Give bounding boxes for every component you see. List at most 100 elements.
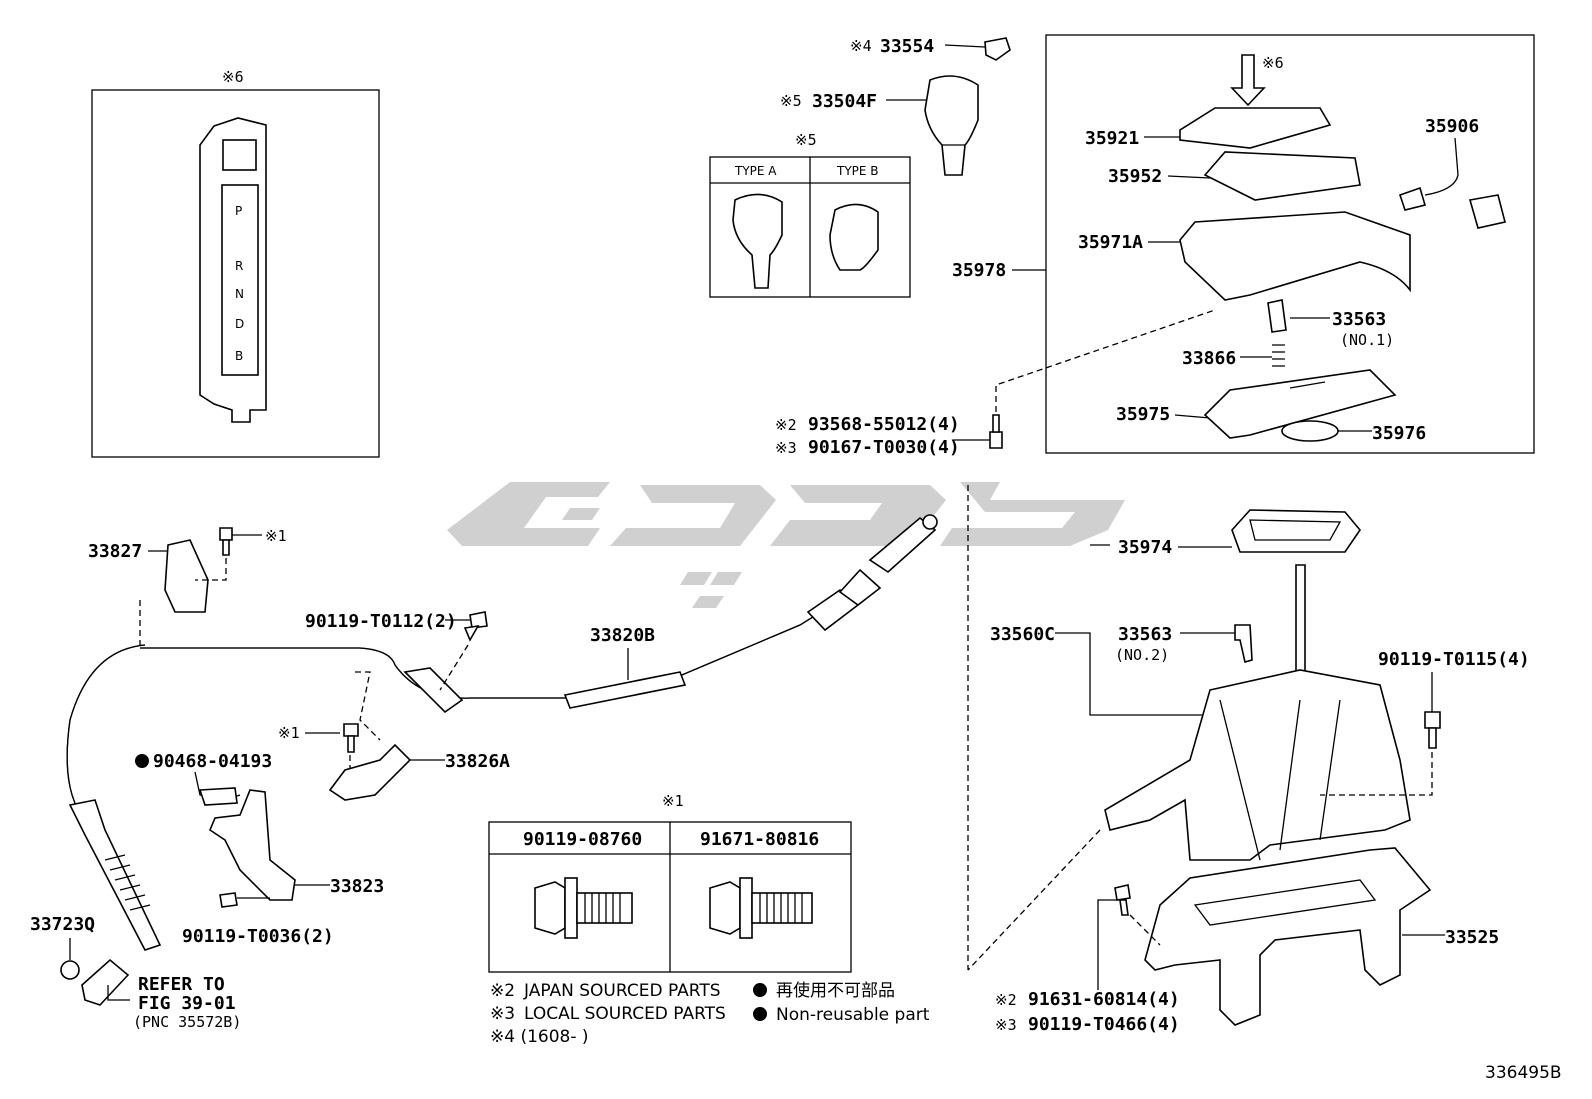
- type-a-label: TYPE A: [734, 164, 777, 178]
- legend-ref-3: ※3: [490, 1004, 515, 1024]
- part-33826A: 33826A: [445, 751, 510, 772]
- diagram-id: 336495B: [1485, 1063, 1562, 1083]
- part-35971A-cover: [1179, 211, 1411, 301]
- indicator-window-top: [222, 139, 257, 171]
- legend-jp-text: 再使用不可部品: [776, 980, 895, 1001]
- housing-35974: [1231, 509, 1362, 553]
- bolt-90119-T0036: [219, 892, 238, 908]
- ref-r3a: ※3: [775, 439, 797, 457]
- part-35952: 35952: [1108, 166, 1162, 187]
- indicator-window: [221, 184, 259, 376]
- part-90119-T0036: 90119-T0036(2): [182, 926, 334, 947]
- part-90119-T0466: 90119-T0466(4): [1028, 1014, 1180, 1035]
- clip-33563-no1: [1267, 299, 1287, 333]
- sensor-35906: [1398, 186, 1427, 211]
- indicator-panel-group: ※6 P R N D B: [91, 68, 380, 458]
- connector-35906: [1468, 194, 1506, 229]
- part-33554: 33554: [880, 36, 934, 57]
- clip-90468: [198, 787, 238, 806]
- screws-93568-90167: ※2 93568-55012(4) ※3 90167-T0030(4): [775, 309, 1216, 458]
- ref-r5: ※5: [780, 92, 802, 110]
- shift-letter-b: B: [235, 349, 243, 363]
- indicator-frame: [91, 89, 380, 458]
- legend-dot-en: [753, 1007, 767, 1021]
- part-33723Q: 33723Q: [30, 914, 95, 935]
- clip-33723Q: [60, 960, 80, 980]
- part-33563: 33563: [1332, 309, 1386, 330]
- bolt-91631: [1114, 884, 1131, 901]
- clip-33563-no2: [1234, 624, 1253, 664]
- ref-r1a: ※1: [265, 527, 287, 545]
- bolt-90119-T0112: [469, 611, 488, 629]
- part-90167: 90167-T0030(4): [808, 437, 960, 458]
- shift-lever-housing-33560C: [1104, 669, 1411, 861]
- type-b-label: TYPE B: [836, 164, 879, 178]
- legend-en-text: Non-reusable part: [776, 1005, 930, 1025]
- legend-text-4: ※4 (1608- ): [490, 1027, 589, 1047]
- part-35952-plate: [1203, 151, 1361, 201]
- part-33525: 33525: [1445, 927, 1499, 948]
- legend-ref-2: ※2: [490, 981, 515, 1001]
- cover-35975: [1203, 369, 1397, 439]
- ref-no1: (NO.1): [1340, 331, 1394, 349]
- part-35921-plate: [1179, 107, 1332, 149]
- bracket-33823: [209, 789, 296, 901]
- part-33563b: 33563: [1118, 624, 1172, 645]
- bolt-33826A: [343, 723, 359, 737]
- bolt-33827: [219, 527, 233, 541]
- bolt-90119-08760-drawing: [534, 877, 633, 939]
- knob-type-b: [829, 203, 879, 271]
- clip-33826A: [328, 743, 412, 801]
- refer-line3: (PNC 35572B): [133, 1013, 241, 1031]
- part-35976: 35976: [1372, 423, 1426, 444]
- shift-letter-n: N: [235, 287, 244, 301]
- part-33866: 33866: [1182, 348, 1236, 369]
- part-93568: 93568-55012(4): [808, 414, 960, 435]
- part-33504F: 33504F: [812, 91, 877, 112]
- shift-cable-group: 33827 ※1 33820B 90119-T0112(2) ※1 3: [30, 514, 938, 1031]
- ref-r4: ※4: [850, 37, 872, 55]
- refer-line1: REFER TO: [138, 974, 225, 995]
- shift-letter-p: P: [235, 204, 242, 218]
- screw-93568: [989, 431, 1003, 449]
- ref-r3b: ※3: [995, 1016, 1017, 1034]
- console-assembly-box: ※6 35921 35952 35906 35971A 35978 33563 …: [952, 34, 1535, 454]
- ref-r2b: ※2: [995, 991, 1017, 1009]
- part-33827: 33827: [88, 541, 142, 562]
- pad-35976: [1281, 420, 1339, 442]
- part-33823: 33823: [330, 876, 384, 897]
- knob-type-a: [732, 193, 783, 289]
- bolt-table-ref: ※1: [662, 792, 684, 810]
- watermark-logo: [447, 482, 1125, 608]
- base-bracket-33525: [1144, 847, 1432, 1026]
- bolt-91671-80816-drawing: [709, 877, 813, 939]
- part-35971A: 35971A: [1078, 232, 1143, 253]
- ref-no2: (NO.2): [1115, 646, 1169, 664]
- knob-types-ref: ※5: [795, 131, 817, 149]
- cable-lower-end: [68, 799, 162, 951]
- ref-r6: ※6: [1262, 54, 1284, 72]
- shift-letter-d: D: [235, 317, 244, 331]
- part-35978: 35978: [952, 260, 1006, 281]
- shift-letter-r: R: [235, 259, 243, 273]
- part-90119-T0112: 90119-T0112(2): [305, 611, 457, 632]
- legend-text-3: LOCAL SOURCED PARTS: [524, 1004, 726, 1024]
- part-91631: 91631-60814(4): [1028, 989, 1180, 1010]
- arrow-ref-6: [1230, 54, 1266, 107]
- shift-knob-33504F: [924, 75, 979, 176]
- shift-knob-group: ※4 33554 ※5 33504F: [780, 36, 1011, 176]
- bolt-col1-label: 90119-08760: [523, 829, 642, 850]
- refer-line2: FIG 39-01: [138, 993, 236, 1014]
- legend-text-2: JAPAN SOURCED PARTS: [523, 981, 721, 1001]
- bolt-col2-label: 91671-80816: [700, 829, 819, 850]
- indicator-ref-label: ※6: [222, 68, 244, 86]
- bolt-table: ※1 90119-08760 91671-80816: [488, 792, 852, 973]
- part-90468: 90468-04193: [153, 751, 272, 772]
- cable-bracket: [403, 667, 464, 714]
- knob-types-table: ※5 TYPE A TYPE B: [709, 131, 911, 298]
- part-90119-T0115: 90119-T0115(4): [1378, 649, 1530, 670]
- console-frame: [1045, 34, 1535, 454]
- part-35975: 35975: [1116, 404, 1170, 425]
- ref-r2a: ※2: [775, 416, 797, 434]
- bolt-90119-T0115: [1424, 711, 1441, 729]
